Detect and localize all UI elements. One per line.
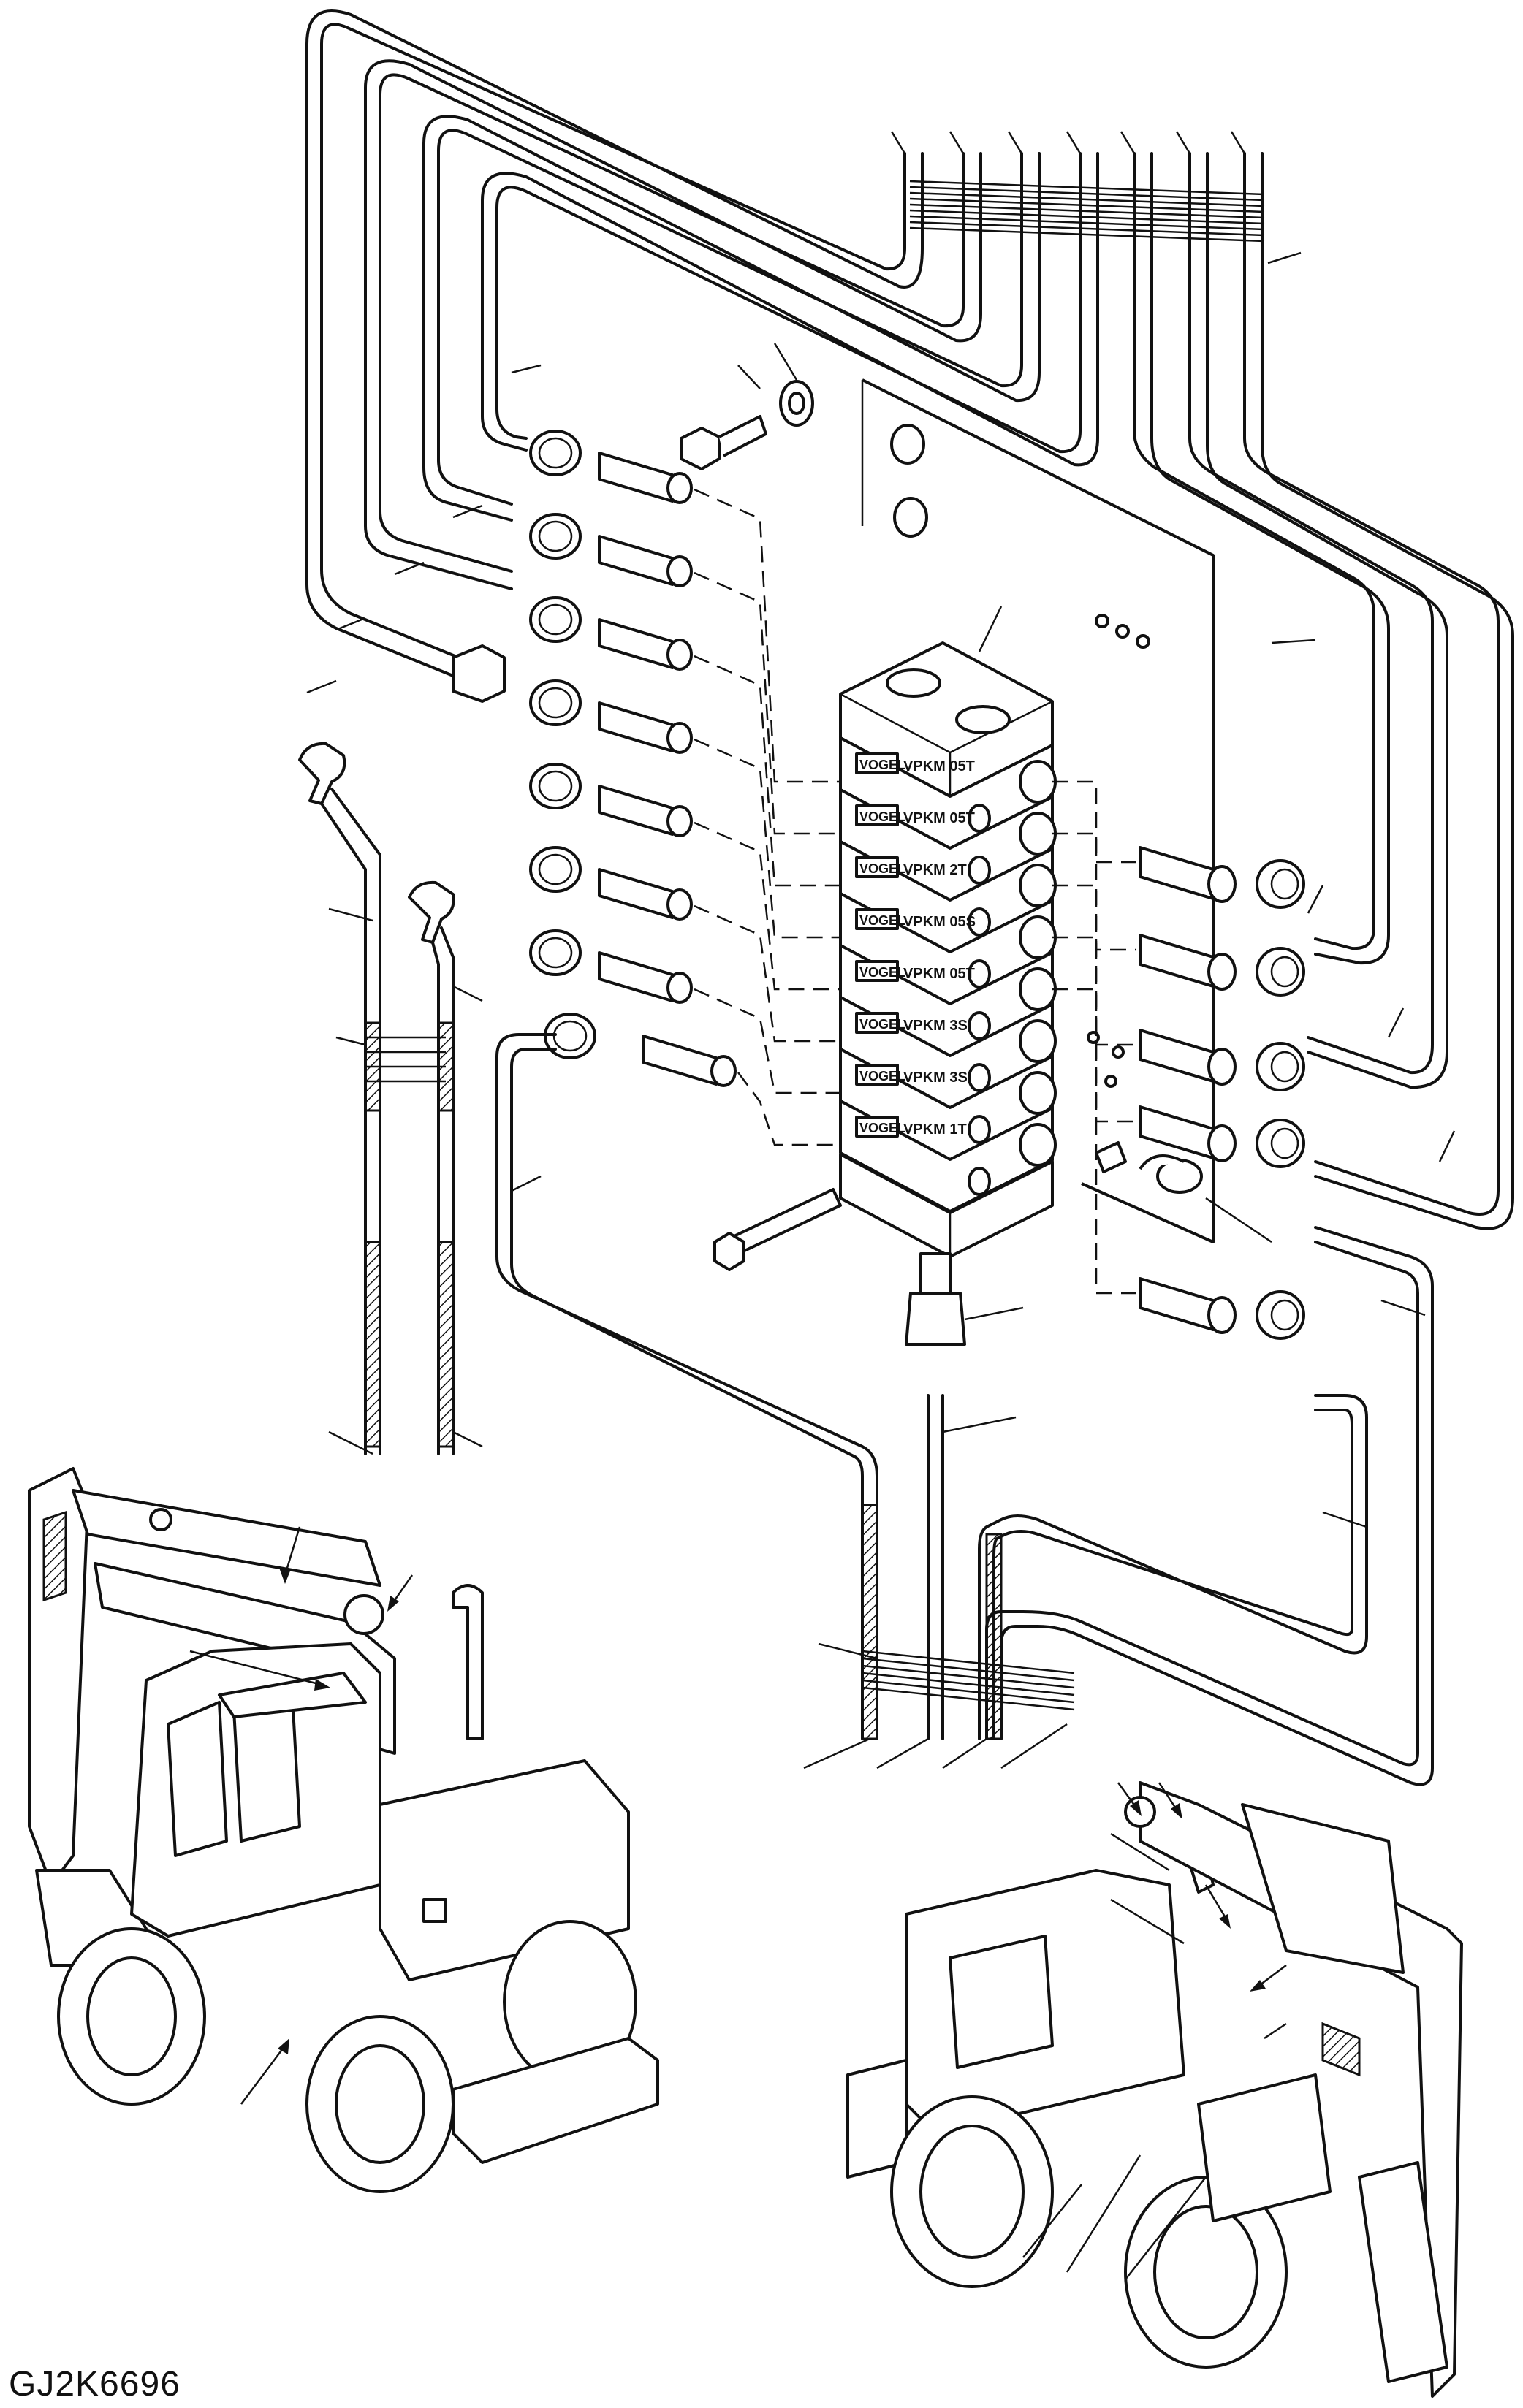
seal-ring xyxy=(1256,947,1305,997)
distributor-section-label: VPKM 05S xyxy=(903,914,976,930)
right-fittings xyxy=(1052,780,1305,1340)
distributor-brand: VOGEL xyxy=(859,965,905,980)
seal-ring xyxy=(529,513,582,560)
grease-fitting-bottom xyxy=(905,1252,1024,1346)
pipe-bundle-upper xyxy=(305,9,1514,1230)
adapter-fitting xyxy=(642,1035,718,1086)
distributor-brand: VOGEL xyxy=(859,861,905,876)
adapter-fitting xyxy=(598,618,674,669)
excavator-view-right xyxy=(846,1781,1463,2398)
figure-code: GJ2K6696 xyxy=(9,2365,181,2404)
distributor-section-label: VPKM 3S xyxy=(903,1018,968,1034)
seal-ring xyxy=(1256,859,1305,909)
distributor-brand: VOGEL xyxy=(859,1121,905,1135)
seal-ring xyxy=(529,763,582,809)
seal-ring xyxy=(529,596,582,643)
excavator-view-left xyxy=(28,1467,659,2193)
distributor-brand: VOGEL xyxy=(859,913,905,928)
adapter-fitting xyxy=(598,951,674,1002)
distributor-brand: VOGEL xyxy=(859,809,905,824)
distributor-section-label: VPKM 3S xyxy=(903,1070,968,1086)
bolt-bottom xyxy=(713,1188,842,1271)
adapter-fitting xyxy=(598,868,674,919)
distributor-brand: VOGEL xyxy=(859,758,905,772)
elbow-fittings xyxy=(298,742,483,1455)
dust-cap xyxy=(1095,1141,1272,1243)
distributor-section-label: VPKM 1T xyxy=(903,1121,967,1138)
seal-ring xyxy=(1256,1119,1305,1168)
adapter-fitting xyxy=(598,785,674,836)
pipe-bundle-lower xyxy=(495,1033,1434,1786)
distributor-section-label: VPKM 05T xyxy=(903,758,975,774)
distributor-section-label: VPKM 05T xyxy=(903,966,975,982)
seal-ring xyxy=(529,846,582,893)
adapter-fitting xyxy=(1139,1277,1215,1331)
adapter-fitting xyxy=(598,535,674,586)
bolt-top xyxy=(680,343,814,470)
seal-ring xyxy=(1256,1042,1305,1091)
distributor-brand: VOGEL xyxy=(859,1017,905,1032)
distributor-section-label: VPKM 05T xyxy=(903,810,975,826)
seal-ring xyxy=(529,679,582,726)
adapter-fitting xyxy=(598,452,674,503)
seal-ring xyxy=(529,430,582,476)
distributor-brand: VOGEL xyxy=(859,1069,905,1083)
left-fittings xyxy=(452,430,840,1146)
seal-ring xyxy=(1256,1290,1305,1340)
adapter-fitting xyxy=(598,701,674,752)
seal-ring xyxy=(529,929,582,976)
distributor-section-label: VPKM 2T xyxy=(903,862,967,878)
